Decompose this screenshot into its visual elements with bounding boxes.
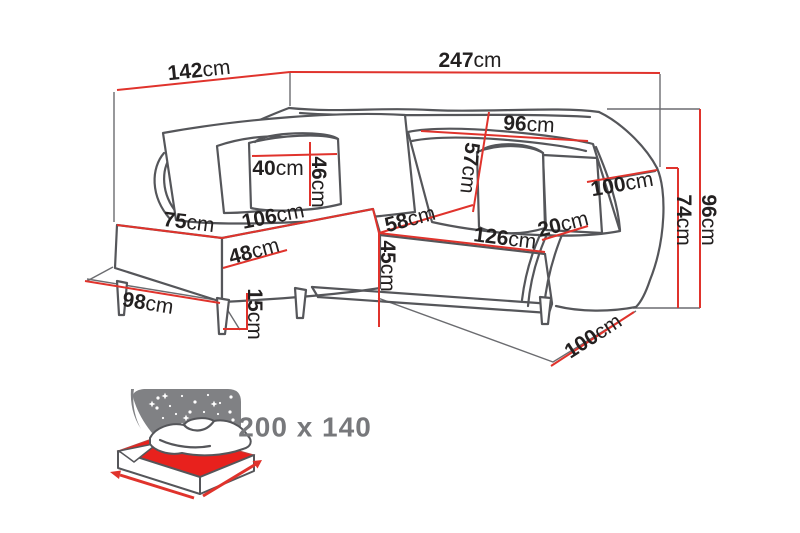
dim-label-armrest-width: 20cm bbox=[535, 207, 590, 242]
width-arrow-icon bbox=[110, 470, 195, 500]
star-dot-icon bbox=[193, 400, 197, 404]
star-dot-icon bbox=[206, 393, 210, 397]
star-dot-icon bbox=[155, 406, 159, 410]
star-sparkle-icon bbox=[182, 414, 190, 422]
dimension-labels: 142cm 247cm 96cm 57cm 40cm 46cm 75cm 106… bbox=[121, 49, 721, 363]
dim-label-back-left-width: 142cm bbox=[166, 55, 231, 84]
bed-icon bbox=[110, 389, 262, 500]
star-dot-icon bbox=[168, 404, 172, 408]
dim-label-back-cushion-width: 96cm bbox=[503, 111, 555, 137]
star-sparkle-icon bbox=[148, 400, 156, 408]
star-dot-icon bbox=[156, 396, 160, 400]
sheet-fold bbox=[118, 442, 159, 463]
dim-label-pillow-width: 40cm bbox=[252, 157, 303, 180]
dim-label-back-cushion-height: 57cm bbox=[456, 141, 484, 194]
dim-label-seat-height: 45cm bbox=[377, 240, 400, 291]
star-sparkle-icon bbox=[210, 400, 218, 408]
dimension-lines bbox=[84, 71, 701, 367]
dim-label-armrest-height: 74cm bbox=[673, 194, 696, 245]
dim-label-armrest-length: 100cm bbox=[589, 167, 655, 201]
star-dot-icon bbox=[218, 401, 222, 405]
dim-label-chaise-seat-length: 106cm bbox=[240, 199, 306, 234]
dim-label-leg-height: 15cm bbox=[244, 288, 267, 339]
dim-label-chaise-floor-depth: 98cm bbox=[121, 288, 175, 319]
dim-label-seat-width: 126cm bbox=[472, 223, 537, 254]
bed-duvet-fold bbox=[158, 419, 216, 449]
dim-label-side-depth: 100cm bbox=[560, 309, 625, 363]
star-dot-icon bbox=[174, 412, 178, 416]
star-dot-icon bbox=[216, 412, 220, 416]
mattress-side-right bbox=[199, 454, 255, 495]
star-dot-icon bbox=[188, 410, 192, 414]
length-arrow-icon bbox=[202, 460, 262, 498]
star-dot-icon bbox=[229, 395, 233, 399]
dim-label-total-height: 96cm bbox=[698, 194, 721, 245]
dim-label-total-width: 247cm bbox=[438, 49, 501, 72]
star-dot-icon bbox=[180, 394, 184, 398]
star-dot-icon bbox=[202, 410, 206, 414]
sofa-line-art bbox=[113, 106, 665, 336]
star-dot-icon bbox=[228, 410, 232, 414]
sleeping-area-size: 200 x 140 bbox=[238, 412, 372, 443]
moon-crescent-icon bbox=[130, 389, 141, 429]
star-dot-icon bbox=[231, 418, 235, 422]
dim-label-chaise-seat-width: 75cm bbox=[162, 207, 216, 236]
star-sparkle-icon bbox=[161, 392, 169, 400]
dim-label-pillow-height: 46cm bbox=[308, 156, 331, 207]
star-dot-icon bbox=[161, 416, 165, 420]
